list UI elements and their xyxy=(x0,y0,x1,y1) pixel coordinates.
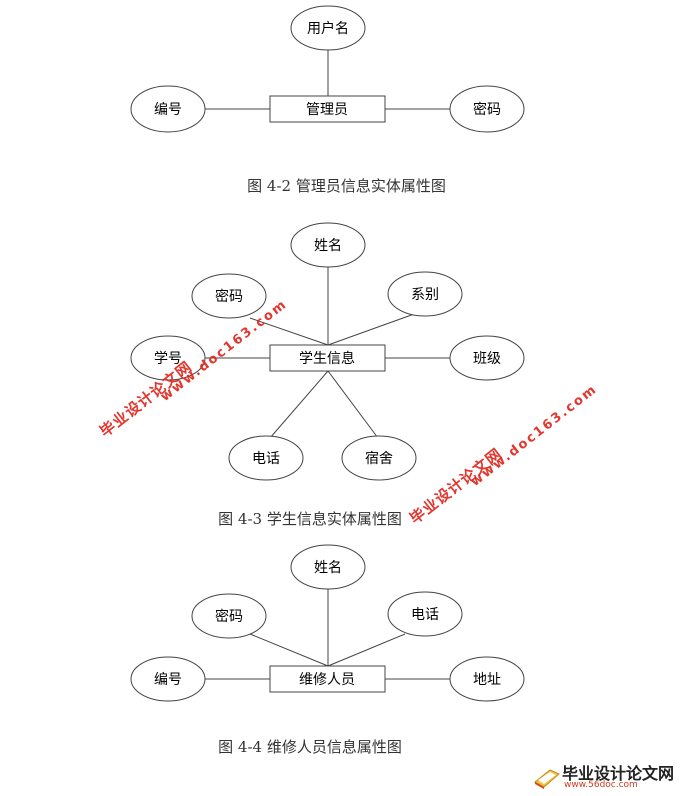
logo-text: 毕业设计论文网 xyxy=(562,764,675,783)
caption-figure-4-3: 图 4-3 学生信息实体属性图 xyxy=(218,510,402,528)
attribute-address: 地址 xyxy=(449,656,525,702)
svg-text:班级: 班级 xyxy=(473,351,501,367)
caption-figure-4-4: 图 4-4 维修人员信息属性图 xyxy=(218,738,402,756)
attribute-password: 密码 xyxy=(191,593,267,639)
svg-text:姓名: 姓名 xyxy=(314,560,342,576)
book-logo-icon xyxy=(534,769,560,789)
svg-text:用户名: 用户名 xyxy=(307,20,349,37)
svg-text:管理员: 管理员 xyxy=(306,102,348,118)
attribute-student-id: 学号 xyxy=(130,335,206,381)
attribute-phone: 电话 xyxy=(387,591,463,637)
svg-text:学号: 学号 xyxy=(154,351,182,367)
svg-text:编号: 编号 xyxy=(154,672,182,688)
caption-figure-4-2: 图 4-2 管理员信息实体属性图 xyxy=(247,177,446,195)
svg-text:系别: 系别 xyxy=(411,287,439,303)
svg-text:学生信息: 学生信息 xyxy=(299,350,355,367)
diagram-repair-staff: 姓名 密码 电话 编号 地址 维修人员 xyxy=(130,544,525,702)
attribute-id: 编号 xyxy=(130,85,206,133)
attribute-class: 班级 xyxy=(449,335,525,381)
attribute-department: 系别 xyxy=(387,271,463,317)
logo-url: www.56doc.com xyxy=(564,780,638,790)
attribute-username: 用户名 xyxy=(290,5,366,51)
entity-admin: 管理员 xyxy=(269,95,386,123)
entity-student: 学生信息 xyxy=(269,344,386,372)
svg-text:宿舍: 宿舍 xyxy=(365,450,393,467)
svg-text:编号: 编号 xyxy=(154,102,182,118)
attribute-password: 密码 xyxy=(449,85,525,133)
attribute-name: 姓名 xyxy=(290,222,366,268)
site-logo: 毕业设计论文网 www.56doc.com xyxy=(532,760,690,792)
svg-text:密码: 密码 xyxy=(473,101,501,118)
svg-text:地址: 地址 xyxy=(473,672,501,688)
entity-repair-staff: 维修人员 xyxy=(269,665,386,693)
svg-text:姓名: 姓名 xyxy=(314,238,342,254)
svg-text:电话: 电话 xyxy=(411,607,439,623)
attribute-password: 密码 xyxy=(191,273,267,319)
diagram-student: 姓名 密码 系别 学号 班级 电话 宿舍 学生信息 xyxy=(130,222,525,481)
svg-text:密码: 密码 xyxy=(215,608,243,625)
svg-text:电话: 电话 xyxy=(252,451,280,467)
diagram-admin: 用户名 编号 密码 管理员 xyxy=(130,5,525,133)
attribute-id: 编号 xyxy=(130,656,206,702)
attribute-phone: 电话 xyxy=(228,435,304,481)
svg-text:维修人员: 维修人员 xyxy=(299,672,355,688)
svg-text:密码: 密码 xyxy=(215,288,243,305)
attribute-name: 姓名 xyxy=(290,544,366,590)
attribute-dormitory: 宿舍 xyxy=(341,435,417,481)
